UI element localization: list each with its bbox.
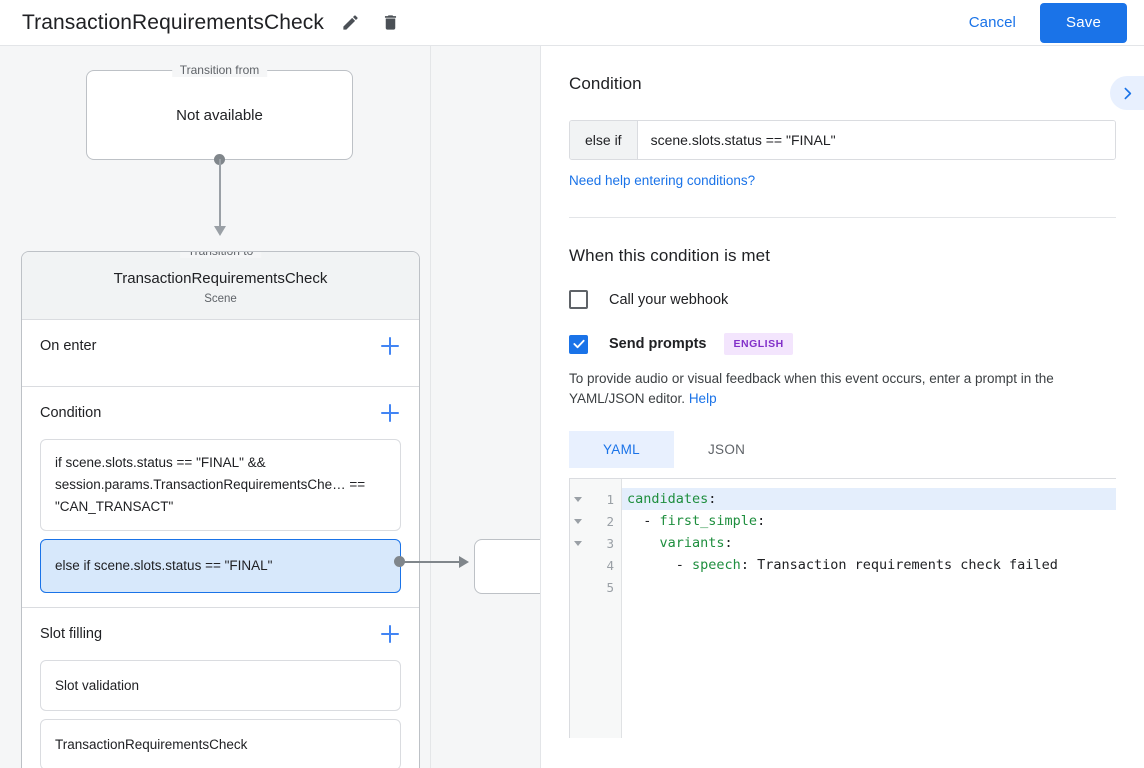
webhook-checkbox[interactable] — [569, 290, 588, 309]
line-number: 3 — [606, 535, 614, 551]
condition-input-row: else if — [569, 120, 1116, 160]
tab-yaml[interactable]: YAML — [569, 431, 674, 468]
line-number: 1 — [606, 491, 614, 507]
add-on-enter-button[interactable] — [379, 335, 401, 357]
pencil-icon-glyph — [342, 15, 358, 30]
cancel-button[interactable]: Cancel — [955, 6, 1030, 39]
editor-gutter: 1 2 3 4 5 — [570, 479, 622, 738]
code-line: candidates: — [622, 488, 1116, 510]
transition-from-legend: Transition from — [171, 63, 268, 77]
code-line: - first_simple: — [643, 513, 766, 529]
section-condition-header: Condition — [40, 387, 401, 439]
trash-icon-glyph — [384, 15, 396, 30]
code-line — [622, 576, 1116, 598]
add-condition-button[interactable] — [379, 402, 401, 424]
section-condition-title: Condition — [40, 405, 102, 421]
connector-line-vertical — [219, 159, 221, 231]
condition-prefix-label: else if — [570, 121, 638, 159]
panel-condition-block: Condition else if Need help entering con… — [541, 46, 1144, 218]
scene-header: TransactionRequirementsCheck Scene — [22, 252, 419, 320]
section-on-enter-title: On enter — [40, 338, 97, 354]
editor-tabs: YAML JSON — [569, 431, 1116, 468]
top-header: TransactionRequirementsCheck Cancel Save — [0, 0, 1144, 46]
section-on-enter-header: On enter — [40, 320, 401, 372]
condition-expression-input[interactable] — [637, 121, 1115, 159]
help-link[interactable]: Help — [688, 391, 717, 406]
gutter-row: 5 — [570, 576, 621, 598]
connector-arrow-right — [459, 556, 469, 568]
connector-line-horizontal — [404, 561, 460, 563]
page-title: TransactionRequirementsCheck — [22, 10, 324, 34]
code-line: - speech: Transaction requirements check… — [675, 557, 1058, 573]
gutter-row: 1 — [570, 488, 621, 510]
send-prompts-description-text: To provide audio or visual feedback when… — [569, 371, 1054, 406]
flow-canvas[interactable]: Transition from Not available Transition… — [0, 46, 540, 768]
send-prompts-label: Send prompts — [609, 336, 707, 352]
panel-when-met-block: When this condition is met Call your web… — [541, 218, 1144, 738]
line-number: 4 — [606, 557, 614, 573]
slot-item[interactable]: TransactionRequirementsCheck — [40, 719, 401, 768]
section-slot-filling-header: Slot filling — [40, 608, 401, 660]
panel-divider — [569, 217, 1116, 218]
checkmark-icon — [572, 339, 585, 349]
trash-icon[interactable] — [376, 9, 404, 37]
section-condition: Condition if scene.slots.status == "FINA… — [22, 387, 419, 608]
when-met-title: When this condition is met — [569, 246, 771, 265]
tab-json[interactable]: JSON — [674, 431, 779, 468]
details-panel: Condition else if Need help entering con… — [540, 46, 1144, 768]
webhook-label: Call your webhook — [609, 291, 729, 308]
send-prompts-checkbox[interactable] — [569, 334, 588, 354]
chevron-right-icon[interactable] — [1110, 76, 1144, 110]
fold-toggle-icon[interactable] — [574, 518, 582, 524]
chevron-right-icon-glyph — [1124, 87, 1131, 99]
section-slot-filling: Slot filling Slot validation Transaction… — [22, 608, 419, 768]
scene-type: Scene — [204, 293, 237, 305]
send-prompts-row[interactable]: Send prompts ENGLISH — [569, 333, 1116, 355]
connector-arrow-down — [214, 226, 226, 236]
fold-toggle-icon[interactable] — [574, 496, 582, 502]
section-on-enter: On enter — [22, 320, 419, 387]
transition-to-card: Transition to TransactionRequirementsChe… — [21, 251, 420, 768]
language-badge: ENGLISH — [724, 333, 793, 355]
gutter-row: 2 — [570, 510, 621, 532]
panel-condition-title: Condition — [569, 74, 642, 93]
transition-to-legend: Transition to — [179, 252, 262, 258]
gutter-row: 4 — [570, 554, 621, 576]
editor-code-area[interactable]: candidates: - first_simple: variants: - … — [622, 479, 1116, 738]
condition-item[interactable]: if scene.slots.status == "FINAL" && sess… — [40, 439, 401, 531]
save-button[interactable]: Save — [1040, 2, 1127, 43]
pencil-icon[interactable] — [336, 9, 364, 37]
add-slot-filling-button[interactable] — [379, 623, 401, 645]
code-editor[interactable]: 1 2 3 4 5 candidates: - first_simple: va… — [569, 478, 1116, 738]
transition-from-value: Not available — [176, 106, 263, 124]
fold-toggle-icon[interactable] — [574, 540, 582, 546]
line-number: 2 — [606, 513, 614, 529]
condition-help-link[interactable]: Need help entering conditions? — [569, 173, 756, 188]
code-line: variants: — [659, 535, 733, 551]
connector-dot-condition — [394, 556, 405, 567]
section-slot-filling-title: Slot filling — [40, 626, 103, 642]
canvas-grid-line — [430, 46, 431, 768]
line-number: 5 — [606, 579, 614, 595]
condition-item-selected[interactable]: else if scene.slots.status == "FINAL" — [40, 539, 401, 593]
send-prompts-description: To provide audio or visual feedback when… — [569, 369, 1116, 409]
slot-item[interactable]: Slot validation — [40, 660, 401, 711]
scene-name: TransactionRequirementsCheck — [113, 270, 328, 287]
gutter-row: 3 — [570, 532, 621, 554]
transition-from-box: Transition from Not available — [86, 63, 353, 160]
target-node-stub[interactable] — [474, 539, 540, 594]
webhook-row[interactable]: Call your webhook — [569, 290, 1116, 309]
